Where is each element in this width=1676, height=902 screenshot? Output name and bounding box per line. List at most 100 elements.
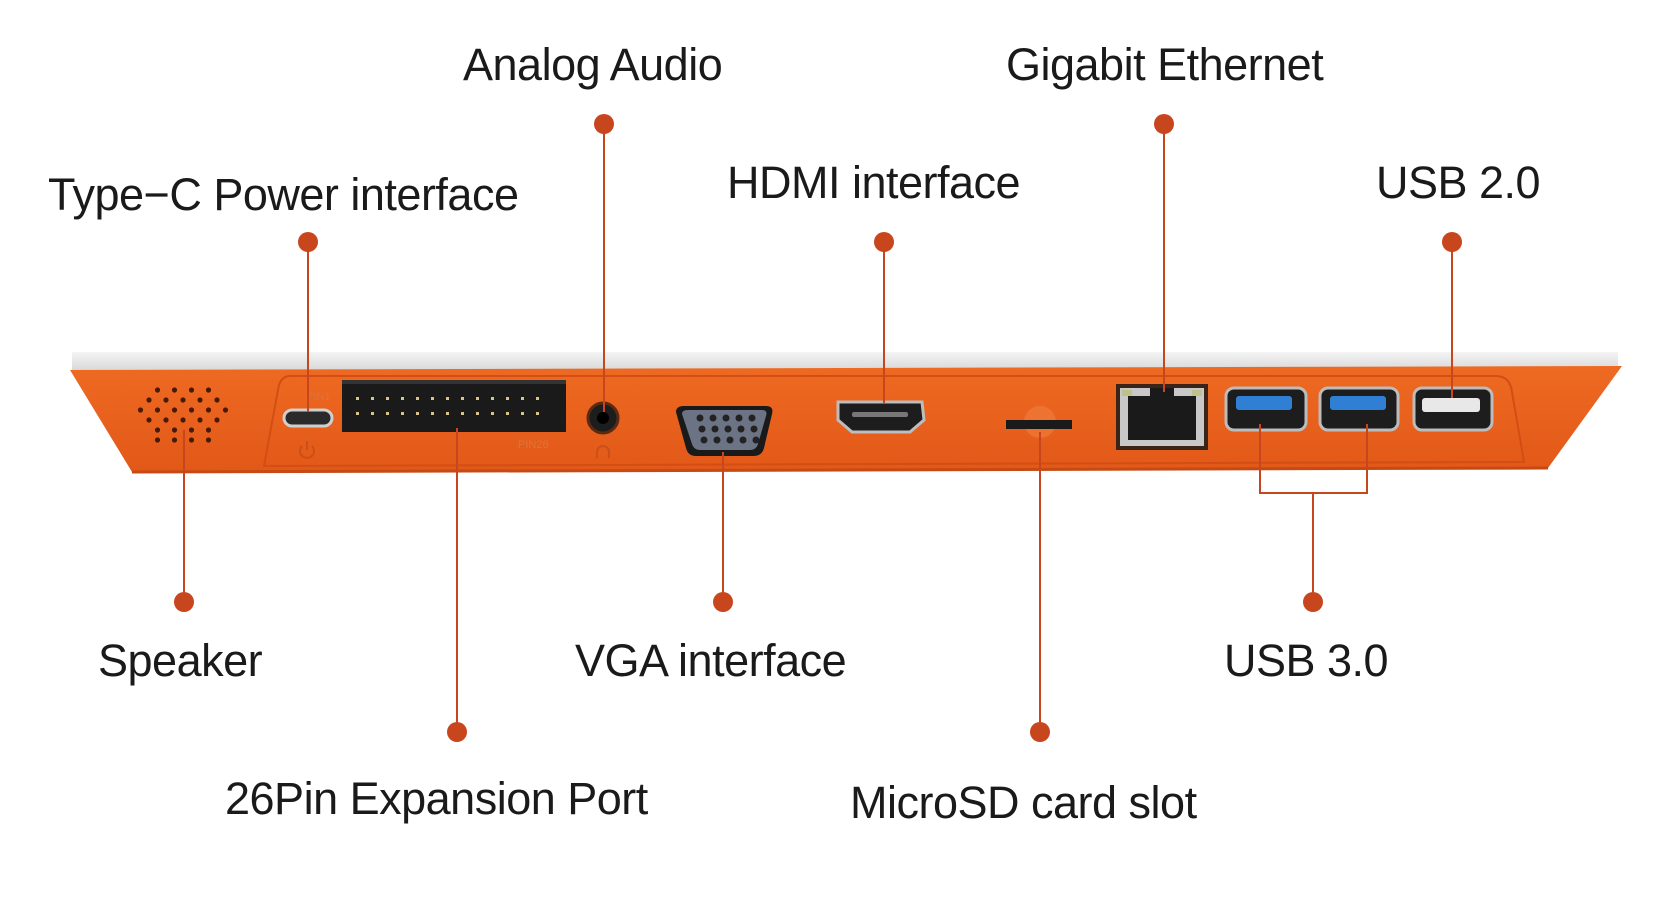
speaker-hole (180, 417, 186, 423)
speaker-hole (188, 427, 195, 433)
speaker-hole (146, 417, 152, 423)
marker-usb3 (1303, 592, 1323, 612)
header-pin (506, 397, 509, 400)
marker-vga (713, 592, 733, 612)
speaker-hole (197, 417, 203, 423)
leader-ethernet (1163, 124, 1165, 392)
ethernet-port (1116, 384, 1208, 450)
speaker-hole (205, 427, 212, 433)
header-pin (536, 397, 539, 400)
marker-microsd (1030, 722, 1050, 742)
header-pin (356, 412, 359, 415)
header-pin (476, 397, 479, 400)
speaker-hole (214, 417, 220, 423)
speaker-hole (171, 427, 178, 433)
header-pin (536, 412, 539, 415)
header-pin (491, 397, 494, 400)
speaker-grille (137, 387, 229, 443)
marker-hdmi (874, 232, 894, 252)
port-panel (262, 375, 1526, 468)
speaker-hole (205, 407, 212, 413)
marker-ethernet (1154, 114, 1174, 134)
speaker-hole (188, 387, 195, 393)
label-microsd: MicroSD card slot (850, 777, 1197, 828)
vga-pin (739, 436, 747, 444)
label-analog-audio: Analog Audio (463, 39, 723, 90)
vga-pin (735, 414, 743, 422)
vga-pin (711, 425, 719, 433)
speaker-hole (205, 437, 212, 443)
header-pin (461, 412, 464, 415)
leader-analog-audio (603, 124, 605, 412)
header-pin (401, 397, 404, 400)
label-gigabit-ethernet: Gigabit Ethernet (1006, 39, 1324, 90)
header-pin (371, 397, 374, 400)
vga-pin (713, 436, 721, 444)
label-hdmi: HDMI interface (727, 157, 1021, 208)
header-pin (446, 412, 449, 415)
vga-pin (726, 436, 734, 444)
marker-type-c (298, 232, 318, 252)
usb3-port-2 (1318, 386, 1400, 432)
speaker-hole (137, 407, 144, 413)
speaker-hole (171, 407, 178, 413)
leader-vga (722, 452, 724, 602)
speaker-hole (205, 387, 212, 393)
speaker-hole (214, 397, 220, 403)
label-usb3: USB 3.0 (1224, 635, 1389, 686)
leader-speaker (183, 430, 185, 602)
vga-pin (748, 414, 756, 422)
header-pin (491, 412, 494, 415)
usb2-port (1412, 386, 1494, 432)
speaker-hole (163, 397, 169, 403)
header-pin (416, 397, 419, 400)
vga-pin (700, 436, 708, 444)
header-pin (401, 412, 404, 415)
speaker-hole (163, 417, 169, 423)
header-pin (476, 412, 479, 415)
label-type-c-power: Type−C Power interface (48, 169, 519, 220)
speaker-hole (171, 387, 178, 393)
leader-usb3-a (1259, 424, 1261, 494)
vga-pin (696, 414, 704, 422)
label-26pin-expansion: 26Pin Expansion Port (225, 773, 648, 824)
header-pin (386, 397, 389, 400)
header-pin (356, 397, 359, 400)
marker-26pin (447, 722, 467, 742)
vga-port (676, 406, 773, 456)
leader-type-c (307, 242, 309, 412)
marker-analog-audio (594, 114, 614, 134)
speaker-hole (197, 397, 203, 403)
leader-hdmi (883, 242, 885, 404)
speaker-hole (146, 397, 152, 403)
marker-speaker (174, 592, 194, 612)
header-pin (506, 412, 509, 415)
speaker-hole (188, 407, 195, 413)
label-vga: VGA interface (575, 635, 847, 686)
leader-usb3 (1312, 492, 1314, 602)
header-pin (371, 412, 374, 415)
vga-pin (750, 425, 758, 433)
label-speaker: Speaker (98, 635, 263, 686)
speaker-hole (154, 437, 161, 443)
vga-pin (737, 425, 745, 433)
speaker-hole (222, 407, 229, 413)
marker-usb2 (1442, 232, 1462, 252)
expansion-header (342, 380, 566, 432)
header-pin (431, 412, 434, 415)
pin26-marking: PIN26 (518, 439, 549, 451)
speaker-hole (154, 387, 161, 393)
vga-pin (724, 425, 732, 433)
leader-microsd (1039, 432, 1041, 732)
type-c-port (282, 408, 334, 428)
power-icon (299, 441, 315, 459)
speaker-hole (154, 407, 161, 413)
leader-usb3-b (1366, 424, 1368, 494)
speaker-hole (188, 437, 195, 443)
usb3-port-1 (1224, 386, 1308, 432)
microsd-slot (1006, 406, 1072, 438)
device-top-panel (72, 352, 1618, 372)
vga-pin (752, 436, 760, 444)
vga-pin (709, 414, 717, 422)
